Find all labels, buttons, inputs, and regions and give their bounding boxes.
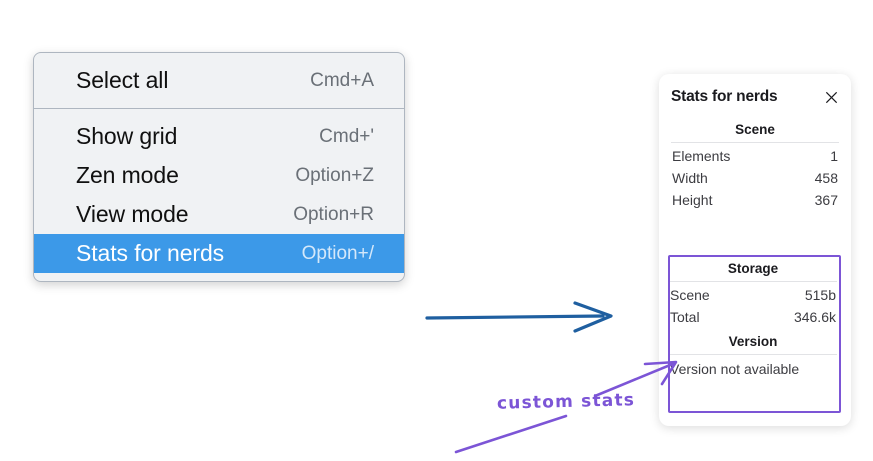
menu-item-label: Zen mode (76, 162, 179, 188)
storage-divider (669, 281, 837, 282)
panel-header: Stats for nerds (670, 74, 840, 116)
version-section-heading: Version (728, 334, 778, 349)
menu-item-label: View mode (76, 201, 189, 227)
purple-arrow-to-panel (593, 360, 678, 398)
stat-row-width: Width 458 (670, 167, 840, 189)
menu-item-shortcut: Option+/ (301, 242, 374, 264)
menu-item-stats-for-nerds[interactable]: Stats for nerds Option+/ (34, 234, 404, 273)
stat-key: Scene (670, 287, 710, 303)
menu-item-shortcut: Cmd+A (310, 69, 374, 91)
stat-value: 367 (814, 192, 838, 208)
menu-item-label: Stats for nerds (76, 240, 225, 266)
stat-row-storage-scene: Scene 515b (668, 284, 838, 306)
menu-item-shortcut: Cmd+' (319, 125, 374, 147)
menu-item-view-mode[interactable]: View mode Option+R (34, 195, 404, 234)
blue-arrow-annotation (425, 301, 613, 333)
menu-item-show-grid[interactable]: Show grid Cmd+' (34, 117, 404, 156)
purple-underline-stroke (454, 414, 568, 454)
stats-for-nerds-panel[interactable]: Stats for nerds Scene Elements 1 Width 4… (659, 74, 851, 426)
menu-item-label: Show grid (76, 123, 178, 149)
context-menu[interactable]: Select all Cmd+A Show grid Cmd+' Zen mod… (33, 52, 405, 282)
menu-item-select-all[interactable]: Select all Cmd+A (34, 61, 404, 100)
menu-item-label: Select all (76, 67, 169, 93)
scene-section-heading: Scene (735, 122, 775, 137)
stat-value: 458 (814, 170, 838, 186)
stat-key: Elements (672, 148, 731, 164)
menu-section-1: Select all Cmd+A (34, 53, 404, 108)
version-divider (669, 354, 837, 355)
panel-title: Stats for nerds (671, 88, 778, 105)
stat-key: Width (672, 170, 708, 186)
stat-value: 1 (830, 148, 838, 164)
version-text: Version not available (670, 361, 800, 377)
menu-section-2: Show grid Cmd+' Zen mode Option+Z View m… (34, 108, 404, 281)
menu-item-shortcut: Option+R (293, 203, 374, 225)
storage-section-heading: Storage (727, 261, 779, 276)
stat-row-elements: Elements 1 (670, 145, 840, 167)
stat-value: 346.6k (793, 309, 836, 325)
menu-item-zen-mode[interactable]: Zen mode Option+Z (34, 156, 404, 195)
stat-row-height: Height 367 (670, 189, 840, 211)
scene-divider (671, 142, 839, 143)
close-icon[interactable] (824, 90, 839, 105)
menu-item-shortcut: Option+Z (295, 164, 374, 186)
stat-key: Height (672, 192, 713, 208)
custom-stats-group: Storage Scene 515b Total 346.6k Version … (668, 255, 838, 381)
stat-row-storage-total: Total 346.6k (668, 306, 838, 328)
stat-key: Total (670, 309, 700, 325)
stat-value: 515b (804, 287, 836, 303)
